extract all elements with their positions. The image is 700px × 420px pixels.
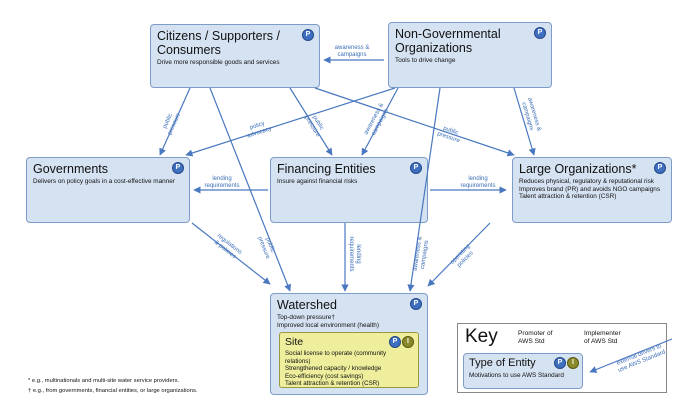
site-title: Site bbox=[285, 336, 304, 348]
promoter-badge: P bbox=[389, 336, 401, 348]
governments-node: Governments Delivers on policy goals in … bbox=[26, 157, 190, 223]
edge-label-large-watershed: operatingpolicies bbox=[450, 244, 477, 271]
ngo-title: Non-Governmental Organizations bbox=[395, 27, 501, 55]
edge-label-gov-watershed: regulations& policies bbox=[212, 233, 243, 261]
arrow-citizens-fin bbox=[289, 87, 333, 156]
site-desc-3: Eco-efficiency (cost savings) bbox=[285, 372, 364, 380]
promoter-badge: P bbox=[534, 27, 546, 39]
arrow-ngo-fin bbox=[361, 87, 399, 156]
large-organizations-title: Large Organizations* bbox=[519, 162, 637, 176]
site-desc-4: Talent attraction & retention (CSR) bbox=[285, 380, 380, 388]
watershed-title: Watershed bbox=[277, 298, 337, 312]
site-node: Site Social license to operate (communit… bbox=[279, 332, 419, 388]
edge-label-citizens-fin: publicpressure bbox=[303, 111, 327, 138]
edge-label-fin-watershed: lendingrequirements bbox=[348, 236, 361, 271]
citizens-desc: Drive more responsible goods and service… bbox=[157, 59, 280, 66]
promoter-badge: P bbox=[172, 162, 184, 174]
watershed-desc-1: Top-down pressure† bbox=[277, 314, 335, 321]
ngo-node: Non-Governmental Organizations Tools to … bbox=[388, 22, 552, 88]
promoter-badge: P bbox=[302, 29, 314, 41]
financing-title: Financing Entities bbox=[277, 162, 376, 176]
key-entity-node: Type of Entity Motivations to use AWS St… bbox=[463, 353, 583, 389]
key-entity-title: Type of Entity bbox=[469, 357, 536, 369]
arrow-large-watershed bbox=[427, 222, 491, 287]
financing-desc: Insure against financial risks bbox=[277, 178, 358, 185]
site-desc-2: Strengthened capacity / knowledge bbox=[285, 365, 382, 373]
edge-label-ngo-citizens: awareness &campaigns bbox=[335, 45, 370, 58]
edge-label-citizens-watershed: publicpressure bbox=[256, 233, 277, 260]
promoter-badge: P bbox=[410, 162, 422, 174]
edge-label-ngo-gov: policyadvocacy bbox=[244, 119, 272, 139]
ngo-desc: Tools to drive change bbox=[395, 57, 456, 64]
promoter-badge: P bbox=[654, 162, 666, 174]
implementer-badge: I bbox=[402, 336, 414, 348]
citizens-title: Citizens / Supporters / Consumers bbox=[157, 29, 280, 57]
arrow-ngo-gov bbox=[185, 87, 396, 157]
promoter-badge: P bbox=[554, 357, 566, 369]
arrow-citizens-gov bbox=[159, 87, 191, 156]
edge-label-ngo-large: awareness &campaigns bbox=[519, 97, 541, 134]
governments-desc: Delivers on policy goals in a cost-effec… bbox=[33, 178, 175, 185]
key-entity-desc: Motivations to use AWS Standard bbox=[469, 372, 564, 379]
key-title: Key bbox=[465, 326, 498, 347]
large-organizations-desc-2: Improves brand (PR) and avoids NGO campa… bbox=[519, 185, 661, 193]
financing-node: Financing Entities Insure against financ… bbox=[270, 157, 428, 223]
citizens-node: Citizens / Supporters / Consumers Drive … bbox=[150, 24, 320, 88]
site-desc-1: Social license to operate (community rel… bbox=[285, 350, 387, 365]
arrow-gov-watershed bbox=[191, 222, 271, 285]
edge-label-citizens-gov: publicpressure bbox=[161, 109, 183, 136]
implementer-badge: I bbox=[567, 357, 579, 369]
footnote-1: * e.g., multinationals and multi-site wa… bbox=[28, 378, 180, 384]
large-organizations-node: Large Organizations* Reduces physical, r… bbox=[512, 157, 672, 223]
edge-label-citizens-large: publicpressure bbox=[436, 125, 463, 145]
large-organizations-desc-3: Talent attraction & retention (CSR) bbox=[519, 193, 617, 201]
arrow-citizens-large bbox=[314, 87, 515, 157]
large-organizations-desc-1: Reduces physical, regulatory & reputatio… bbox=[519, 178, 654, 185]
governments-title: Governments bbox=[33, 162, 109, 176]
watershed-desc-2: Improved local environment (health) bbox=[277, 321, 379, 329]
arrow-ngo-large bbox=[513, 87, 536, 156]
promoter-badge: P bbox=[410, 298, 422, 310]
edge-label-ngo-watershed: awareness &campaigns bbox=[413, 236, 431, 272]
watershed-node: Watershed Top-down pressure† Improved lo… bbox=[270, 293, 428, 395]
footnote-2: † e.g., from governments, financial enti… bbox=[28, 388, 198, 394]
edge-label-ngo-fin: awareness &campaigns bbox=[363, 102, 391, 139]
